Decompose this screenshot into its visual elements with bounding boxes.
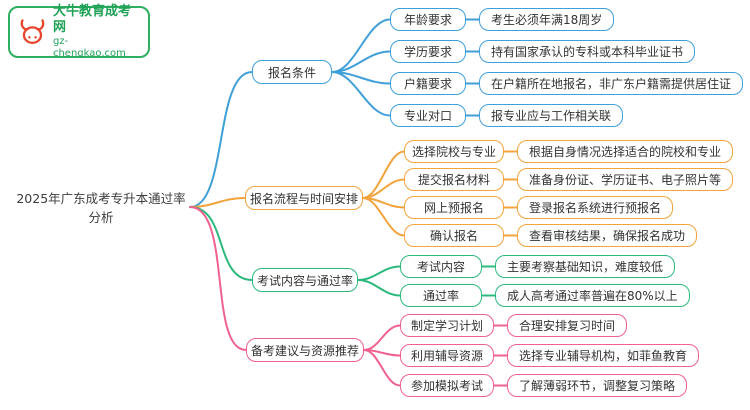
leaf-submit-materials: 准备身份证、学历证书、电子照片等 (517, 168, 734, 191)
branch-enroll-process: 报名流程与时间安排 (245, 186, 363, 210)
connector (357, 279, 401, 297)
leaf-age-requirement: 考生必须年满18周岁 (479, 8, 615, 31)
connector (357, 265, 401, 281)
connector (189, 206, 247, 351)
connector (189, 71, 253, 208)
sub-education-requirement: 学历要求 (390, 40, 466, 63)
branch-prep-advice: 备考建议与资源推荐 (246, 338, 364, 362)
sub-study-plan: 制定学习计划 (400, 314, 494, 337)
connector (363, 349, 401, 387)
connector (331, 18, 391, 73)
sub-pass-rate: 通过率 (400, 284, 482, 307)
sub-residence-requirement: 户籍要求 (390, 72, 466, 95)
sub-exam-content: 考试内容 (400, 255, 482, 278)
leaf-choose-school: 根据自身情况选择适合的院校和专业 (517, 140, 734, 163)
branch-enroll-conditions: 报名条件 (252, 60, 332, 84)
sub-submit-materials: 提交报名材料 (404, 168, 504, 191)
logo-domain: gz-chengkao.com (52, 35, 126, 59)
sub-online-preregistration: 网上预报名 (404, 196, 504, 219)
logo-text: 大牛教育成考网 gz-chengkao.com (53, 4, 141, 59)
logo-title: 大牛教育成考网 (52, 4, 131, 35)
branch-exam-content-passrate: 考试内容与通过率 (252, 268, 358, 292)
connector (363, 324, 401, 351)
site-logo: 大牛教育成考网 gz-chengkao.com (8, 4, 150, 59)
connector (331, 71, 391, 117)
bull-icon (20, 19, 45, 44)
root-topic: 2025年广东成考专升本通过率分析 (16, 191, 186, 225)
leaf-pass-rate: 成人高考通过率普遍在80%以上 (495, 284, 690, 307)
sub-confirm-registration: 确认报名 (404, 224, 504, 247)
leaf-study-plan: 合理安排复习时间 (507, 314, 628, 337)
branch-enroll-process-connectors (189, 150, 518, 237)
sub-mock-exams: 参加模拟考试 (400, 374, 494, 397)
leaf-tutoring-resources: 选择专业辅导机构，如菲鱼教育 (507, 344, 700, 367)
leaf-mock-exams: 了解薄弱环节，调整复习策略 (507, 374, 688, 397)
leaf-residence-requirement: 在户籍所在地报名，非广东户籍需提供居住证 (479, 72, 744, 95)
connector (189, 197, 246, 208)
connector (362, 197, 405, 237)
sub-tutoring-resources: 利用辅导资源 (400, 344, 494, 367)
branch-exam-content-connectors (189, 206, 496, 297)
branch-enroll-conditions-connectors (189, 18, 480, 208)
sub-choose-school: 选择院校与专业 (404, 140, 504, 163)
leaf-online-preregistration: 登录报名系统进行预报名 (517, 196, 674, 219)
branch-prep-advice-connectors (189, 206, 508, 387)
leaf-education-requirement: 持有国家承认的专科或本科毕业证书 (479, 40, 696, 63)
leaf-confirm-registration: 查看审核结果，确保报名成功 (517, 224, 698, 247)
connector (189, 206, 253, 281)
sub-age-requirement: 年龄要求 (390, 8, 466, 31)
leaf-exam-content: 主要考察基础知识，难度较低 (495, 255, 676, 278)
connector (362, 150, 405, 199)
sub-major-match: 专业对口 (390, 104, 466, 127)
leaf-major-match: 报专业应与工作相关联 (479, 104, 624, 127)
